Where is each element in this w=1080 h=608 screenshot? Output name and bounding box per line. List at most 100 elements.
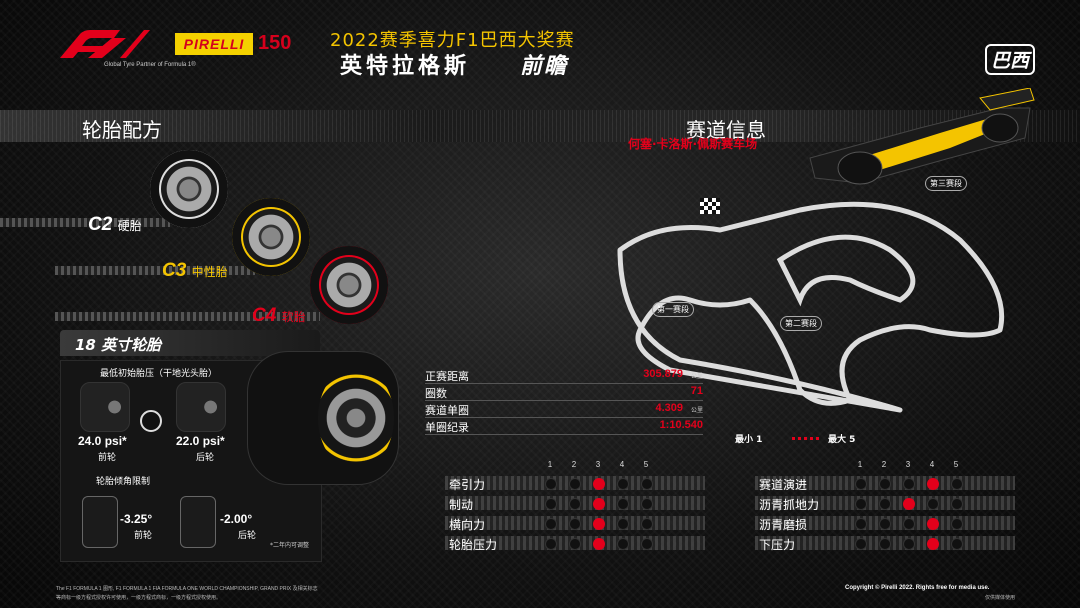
rating-label: 制动 [449,498,474,512]
compound-c4-code: C4 [252,305,277,326]
rating-dot [855,478,867,490]
rating-dot [545,518,557,530]
rating-dot [641,478,653,490]
scale-number: 2 [571,460,577,469]
page-title: 2022赛季喜力F1巴西大奖赛 [330,30,575,51]
rating-dot-active [593,518,605,530]
camber-title: 轮胎倾角限制 [96,477,151,487]
rating-dot [569,518,581,530]
rear-camber: -2.00° [220,512,253,526]
compound-c2-code: C2 [88,214,113,235]
stat-value: 1:10.540 [659,419,703,431]
compound-stripe-c2 [0,218,170,227]
rating-dot [879,538,891,550]
scale-number: 1 [857,460,863,469]
compound-c3: C3 中性胎 [162,260,228,282]
circuit-title: 赛道信息 [686,118,766,142]
compounds-title: 轮胎配方 [82,118,162,142]
rating-dot [545,538,557,550]
sector1-label: 第一赛段 [652,302,694,317]
scale-number: 3 [595,460,601,469]
sector3-label: 第三赛段 [925,176,967,191]
rating-label: 沥青抓地力 [759,498,820,512]
footer-legal-1: The F1 FORMULA 1 图形, F1 FORMULA 1 FIA FO… [56,586,318,592]
rear-camber-label: 后轮 [238,531,257,541]
rating-dot [617,538,629,550]
circuit-map [617,201,1005,413]
front-camber-icon [82,496,118,548]
rating-dot [545,498,557,510]
compound-stripe-c4 [55,312,320,321]
stat-unit: 公里 [690,407,703,414]
tyre-c2-icon [150,150,228,228]
tyre-c3-icon [232,198,310,276]
pressure-gauge-icon [140,410,162,432]
scale-number: 3 [905,460,911,469]
stat-unit: 公里 [690,373,703,380]
anniversary-logo: 150 [258,32,292,54]
rating-label: 赛道演进 [759,478,808,492]
stat-label: 赛道单圈 [425,404,469,417]
finish-flag-icon [700,198,720,214]
rating-label: 牵引力 [449,478,486,492]
rating-dot [951,498,963,510]
compound-c2: C2 硬胎 [88,214,142,236]
page-subtitle: 英特拉格斯 [340,54,471,79]
rating-dot-active [903,498,915,510]
scale-number: 5 [643,460,649,469]
pirelli-logo: PIRELLI [175,33,253,55]
scale-min: 最小 1 [735,435,763,445]
compound-stripe-c3 [55,266,255,275]
rating-dot [903,538,915,550]
front-tyre-icon [80,382,130,432]
rating-dot [617,478,629,490]
compound-c4: C4 软胎 [252,305,306,327]
stat-label: 正赛距离 [425,370,469,383]
media-note: 仅供媒体使用 [985,595,1016,601]
footer-legal-2: 等商标一级方程式授权许可使用，一级方程式商标，一级方程式授权使用。 [56,595,222,601]
scale-bar [792,437,820,440]
rating-label: 轮胎压力 [449,538,498,552]
rating-dot [927,498,939,510]
partner-text: Global Tyre Partner of Formula 1® [104,62,196,68]
scale-max: 最大 5 [828,435,856,445]
rating-label: 下压力 [759,538,796,552]
page-subtitle-bold: 前瞻 [520,54,569,79]
rating-dot-active [593,538,605,550]
f1-logo [60,30,150,58]
rating-dot [951,478,963,490]
scale-number: 4 [619,460,625,469]
rating-dot [569,498,581,510]
rear-camber-icon [180,496,216,548]
rating-dot-active [927,478,939,490]
stat-label: 圈数 [425,387,447,400]
stat-value: 4.309 [655,402,683,414]
country-badge: 巴西 [985,44,1036,75]
tyre-info-header [60,330,320,356]
rating-dot [545,478,557,490]
scale-number: 2 [881,460,887,469]
rating-dot [641,518,653,530]
rating-dot [569,478,581,490]
min-pressure-title: 最低初始胎压（干地光头胎） [100,369,218,379]
rating-dot [641,538,653,550]
front-psi: 24.0 psi* [78,434,127,448]
camber-note: *二年内可调整 [270,542,310,549]
rear-label: 后轮 [196,453,215,463]
stat-row: 单圈纪录 1:10.540 [425,419,703,436]
rating-dot [641,498,653,510]
copyright: Copyright © Pirelli 2022. Rights free fo… [845,585,990,591]
scale-number: 5 [953,460,959,469]
rating-dot [617,498,629,510]
tyre-c4-icon [310,246,388,324]
rear-tyre-icon [176,382,226,432]
compound-c3-code: C3 [162,260,187,281]
sector2-label: 第二赛段 [780,316,822,331]
stat-value: 305.879 [643,368,683,380]
stat-row: 圈数 71 [425,385,703,402]
rating-dot [903,518,915,530]
rating-dot [617,518,629,530]
rating-label: 横向力 [449,518,486,532]
